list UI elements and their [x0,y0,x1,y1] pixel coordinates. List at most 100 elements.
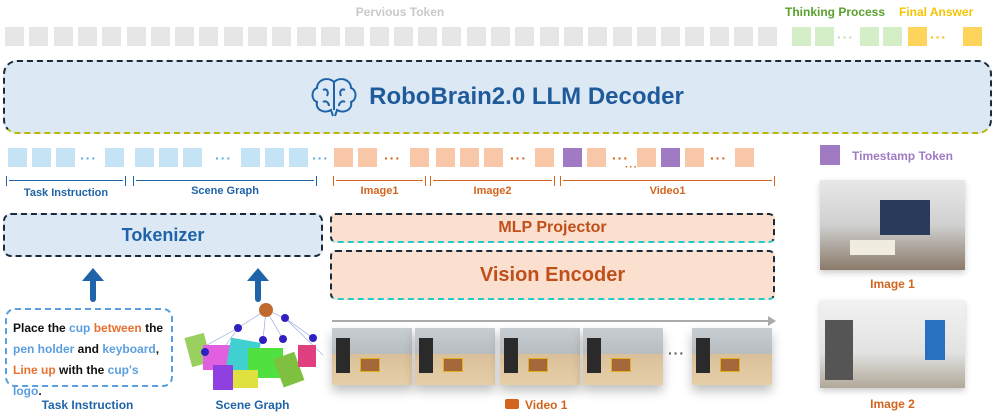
thinking-process-label: Thinking Process [785,5,886,19]
task-instruction-caption: Task Instruction [41,398,134,412]
previous-token [320,27,340,46]
video1-caption: Video 1 [525,398,568,412]
text-token [135,148,154,167]
text-token [241,148,260,167]
vision-encoder-box: Vision Encoder [330,250,775,300]
image-token [334,148,353,167]
text: . [38,384,42,398]
previous-token [612,27,632,46]
decoder-title: RoboBrain2.0 LLM Decoder [369,83,684,110]
previous-token [661,27,681,46]
text: Place the [13,321,70,335]
video-frame [500,328,580,385]
video1-bracket [560,176,775,186]
image2-bracket [430,176,555,186]
previous-token [296,27,316,46]
timestamp-token [563,148,582,167]
video-token [637,148,656,167]
text-token [8,148,27,167]
token-dots: ··· [930,29,947,45]
previous-token [199,27,219,46]
video-dots: ··· [625,162,638,173]
previous-token [53,27,73,46]
image2-caption: Image 2 [870,397,915,411]
image1-caption: Image 1 [870,277,915,291]
token-dots: ··· [510,150,527,166]
video-frame [692,328,772,385]
text: with the [55,363,108,377]
image2-group-label: Image2 [473,185,512,197]
video-camera-icon [505,399,519,409]
timestamp-token [661,148,680,167]
previous-token [248,27,267,46]
timestamp-token-label: Timestamp Token [852,149,953,163]
highlight-object: pen holder [13,342,75,356]
image2-photo [820,300,965,388]
arrow-up-icon [247,268,269,302]
previous-token [272,27,292,46]
text-token [56,148,75,167]
task-instruction-bracket [6,176,126,186]
token-dots: ··· [612,150,629,166]
text-token [159,148,178,167]
token-dots: ··· [710,150,727,166]
timeline-arrowhead-icon [768,316,776,326]
task-instruction-group-label: Task Instruction [23,187,109,199]
image1-group-label: Image1 [360,185,399,197]
image-token [358,148,377,167]
previous-token [345,27,365,46]
previous-token-label: Pervious Token [355,5,445,19]
text-token [32,148,51,167]
video-token [587,148,606,167]
video-frame [415,328,495,385]
arrow-up-icon [82,268,104,302]
previous-token [442,27,462,46]
previous-token [515,27,535,46]
tokenizer-label: Tokenizer [121,224,205,245]
final-answer-label: Final Answer [899,5,974,19]
previous-token [466,27,486,46]
mlp-projector-box: MLP Projector [330,213,775,243]
text: , [155,342,160,356]
thinking-token [792,27,811,46]
vision-encoder-label: Vision Encoder [479,263,626,286]
previous-token [636,27,656,46]
image-token [410,148,429,167]
scene-graph-bracket [133,176,317,186]
previous-token [709,27,729,46]
token-dots: ··· [384,150,401,166]
timestamp-token-swatch [820,145,840,165]
highlight-object: cup's logo [13,363,139,398]
answer-token [908,27,927,46]
scene-graph-image [184,303,323,390]
frame-dots: ··· [668,345,685,361]
scene-graph-group-label: Scene Graph [191,185,259,197]
image1-photo [820,180,965,270]
previous-token [5,27,24,46]
video-frame [332,328,412,385]
video-token [735,148,754,167]
previous-token [393,27,413,46]
text-token [183,148,202,167]
highlight-action: between [90,321,142,335]
token-dots: ··· [312,150,329,166]
previous-token [588,27,608,46]
previous-token [126,27,146,46]
previous-token [369,27,389,46]
previous-token [175,27,195,46]
text-token [265,148,284,167]
text: the [141,321,164,335]
previous-token [418,27,438,46]
video1-group-label: Video1 [649,185,686,197]
previous-token [491,27,510,46]
token-dots: ··· [80,150,97,166]
thinking-token [860,27,879,46]
previous-token [758,27,778,46]
text-token [105,148,124,167]
thinking-token [815,27,834,46]
timeline-line [332,320,772,322]
highlight-object: keyboard [102,342,156,356]
thinking-token [883,27,902,46]
text: and [74,342,103,356]
